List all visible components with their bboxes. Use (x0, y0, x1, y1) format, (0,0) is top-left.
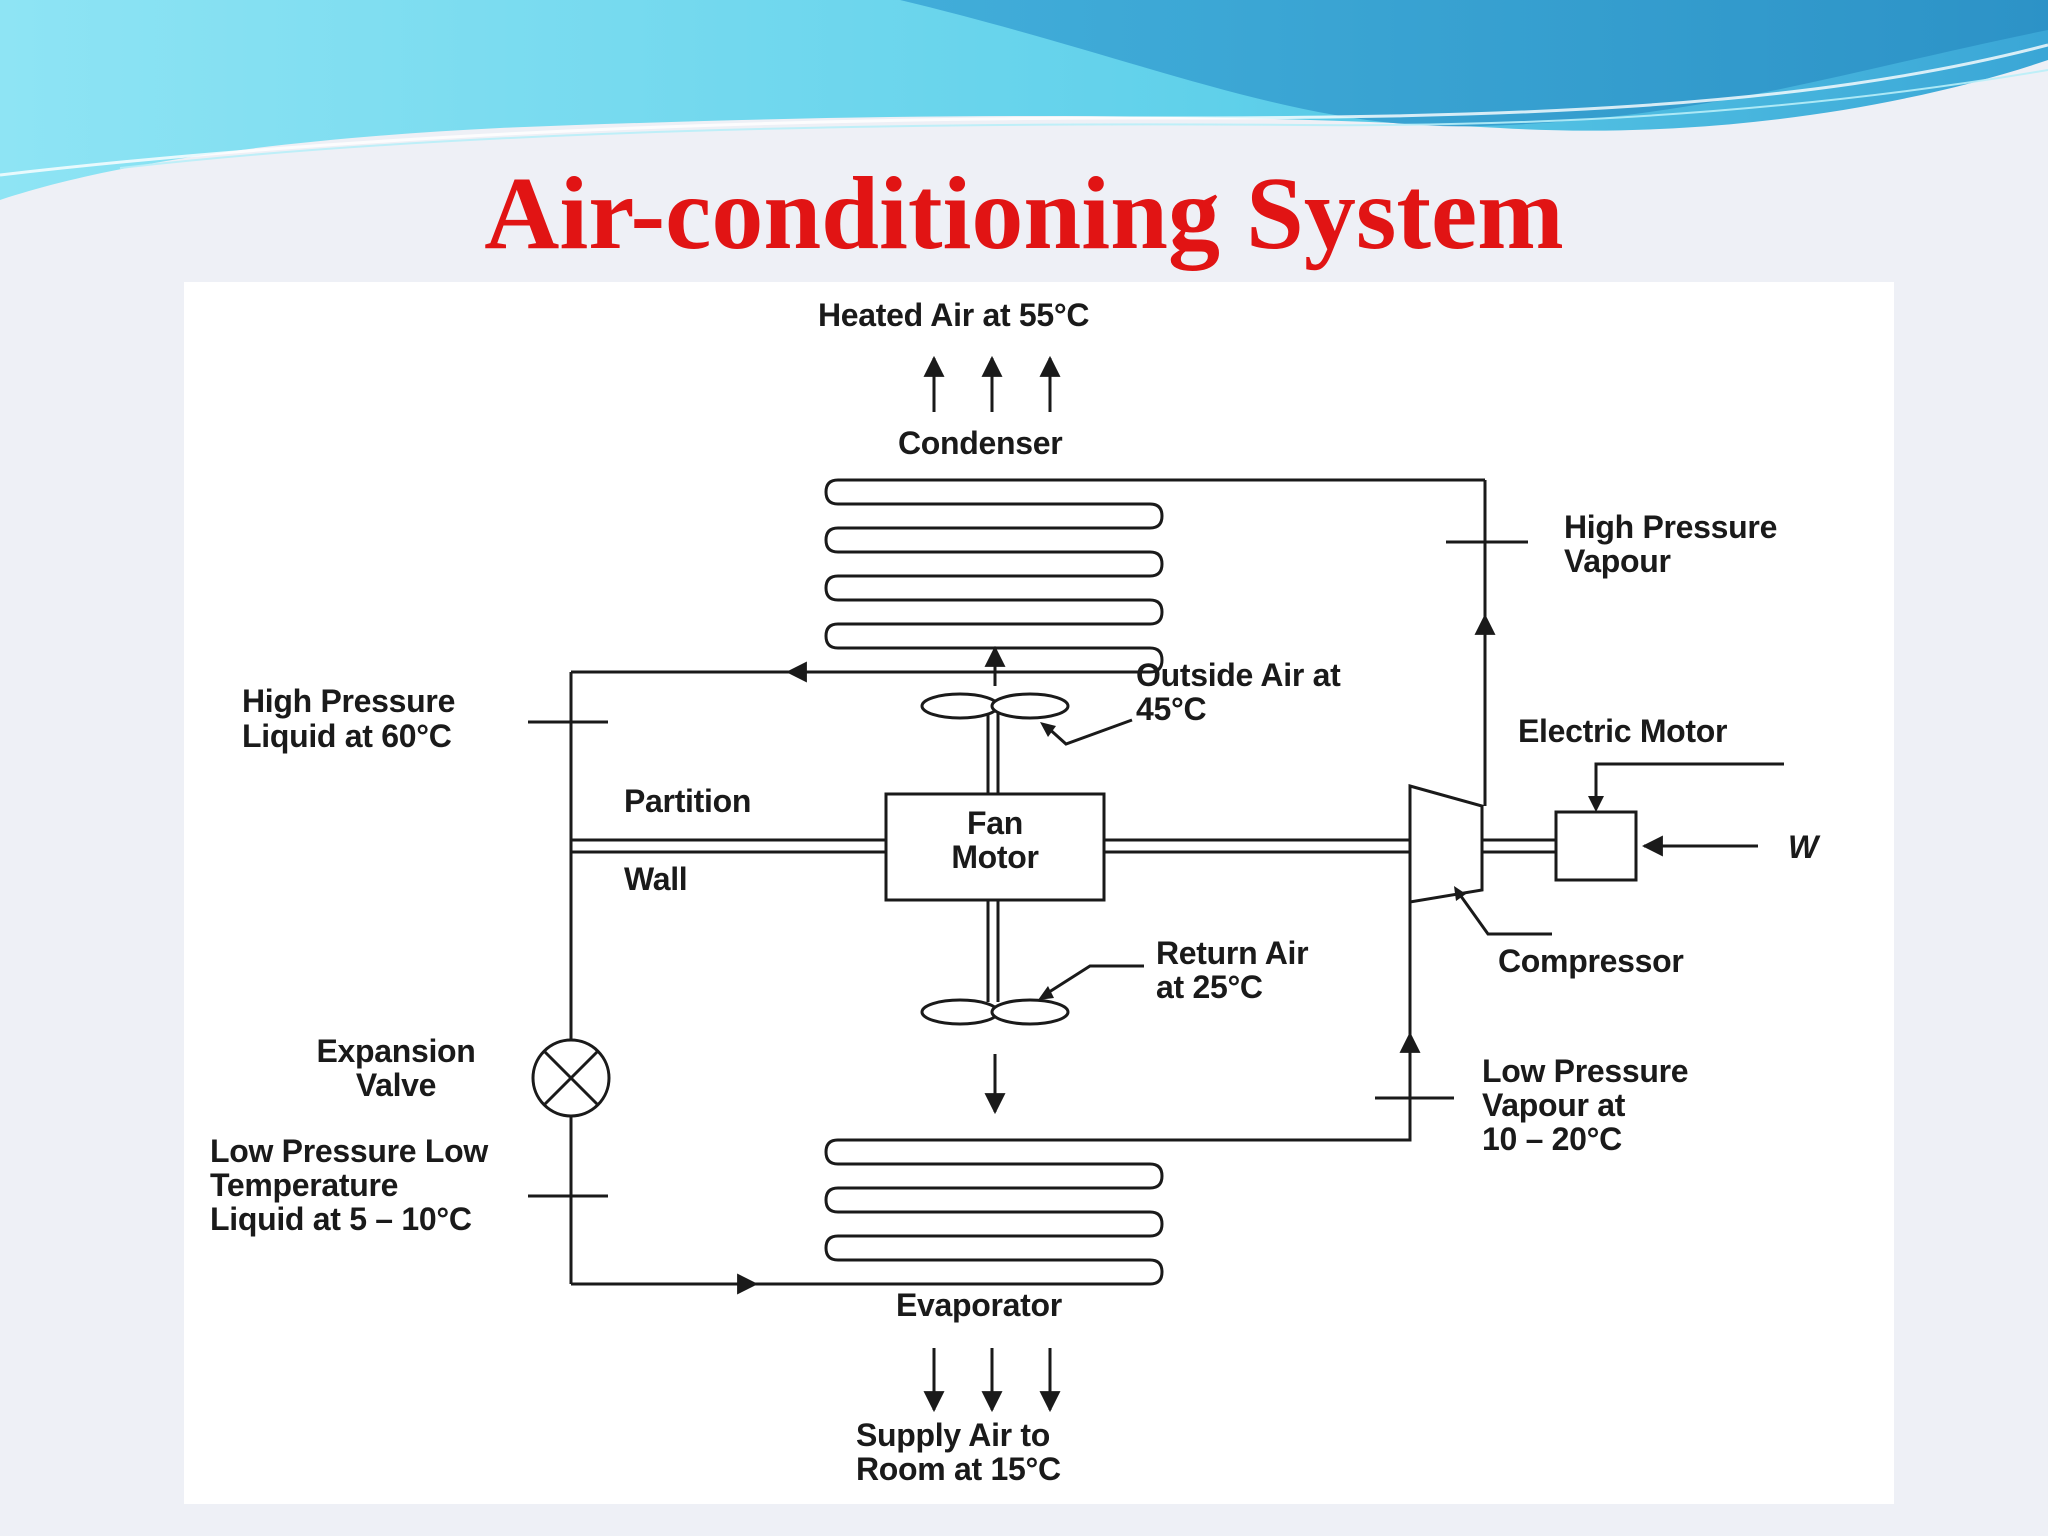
compressor-label: Compressor (1498, 943, 1684, 979)
slide-title: Air-conditioning System (484, 156, 1564, 271)
outside-air-label-1: Outside Air at (1136, 657, 1341, 693)
diagram-panel: Heated Air at 55°C Condenser High Pressu… (184, 282, 1894, 1504)
heated-air-arrows (923, 355, 1061, 412)
condenser-coil (571, 478, 1485, 674)
hp-vapour-label-2: Vapour (1564, 543, 1671, 579)
expansion-valve-label-1: Expansion (316, 1033, 475, 1069)
wall-label: Wall (624, 861, 687, 897)
condenser-label: Condenser (898, 425, 1062, 461)
expansion-valve-label-2: Valve (356, 1067, 436, 1103)
upper-fan-icon (920, 692, 1070, 720)
air-conditioning-diagram: Heated Air at 55°C Condenser High Pressu… (210, 297, 1821, 1487)
header-wave-dark (900, 0, 2048, 127)
partition-wall (571, 838, 1556, 854)
return-air-label-2: at 25°C (1156, 969, 1263, 1005)
lp-vapour-label-1: Low Pressure (1482, 1053, 1688, 1089)
supply-air-label-2: Room at 15°C (856, 1451, 1061, 1487)
heated-air-label: Heated Air at 55°C (818, 297, 1089, 333)
lplt-liquid-label-1: Low Pressure Low (210, 1133, 488, 1169)
compressor-symbol (1408, 784, 1484, 904)
fan-motor-label-1: Fan (967, 805, 1023, 841)
hp-liquid-label-2: Liquid at 60°C (242, 718, 452, 754)
return-air-pointer (1045, 964, 1144, 996)
lplt-liquid-label-2: Temperature (210, 1167, 398, 1203)
supply-air-label-1: Supply Air to (856, 1417, 1050, 1453)
return-air-label-1: Return Air (1156, 935, 1308, 971)
electric-motor-box (1554, 810, 1638, 882)
outside-air-pointer (1044, 718, 1133, 746)
lp-vapour-label-3: 10 – 20°C (1482, 1121, 1622, 1157)
expansion-valve-symbol (531, 1038, 611, 1118)
electric-motor-label: Electric Motor (1518, 713, 1727, 749)
partition-label: Partition (624, 783, 751, 819)
fan-motor-label-2: Motor (951, 839, 1038, 875)
evaporator-label: Evaporator (896, 1287, 1062, 1323)
outside-air-label-2: 45°C (1136, 691, 1206, 727)
hp-vapour-label-1: High Pressure (1564, 509, 1777, 545)
lplt-liquid-label-3: Liquid at 5 – 10°C (210, 1201, 472, 1237)
work-input-label: W (1788, 829, 1821, 865)
compressor-pointer (1456, 891, 1552, 936)
lower-fan-icon (920, 998, 1070, 1026)
fan-motor-box (884, 792, 1106, 902)
supply-air-arrows (923, 1348, 1061, 1413)
lp-vapour-label-2: Vapour at (1482, 1087, 1626, 1123)
evaporator-coil (571, 886, 1412, 1286)
hp-liquid-label-1: High Pressure (242, 683, 455, 719)
